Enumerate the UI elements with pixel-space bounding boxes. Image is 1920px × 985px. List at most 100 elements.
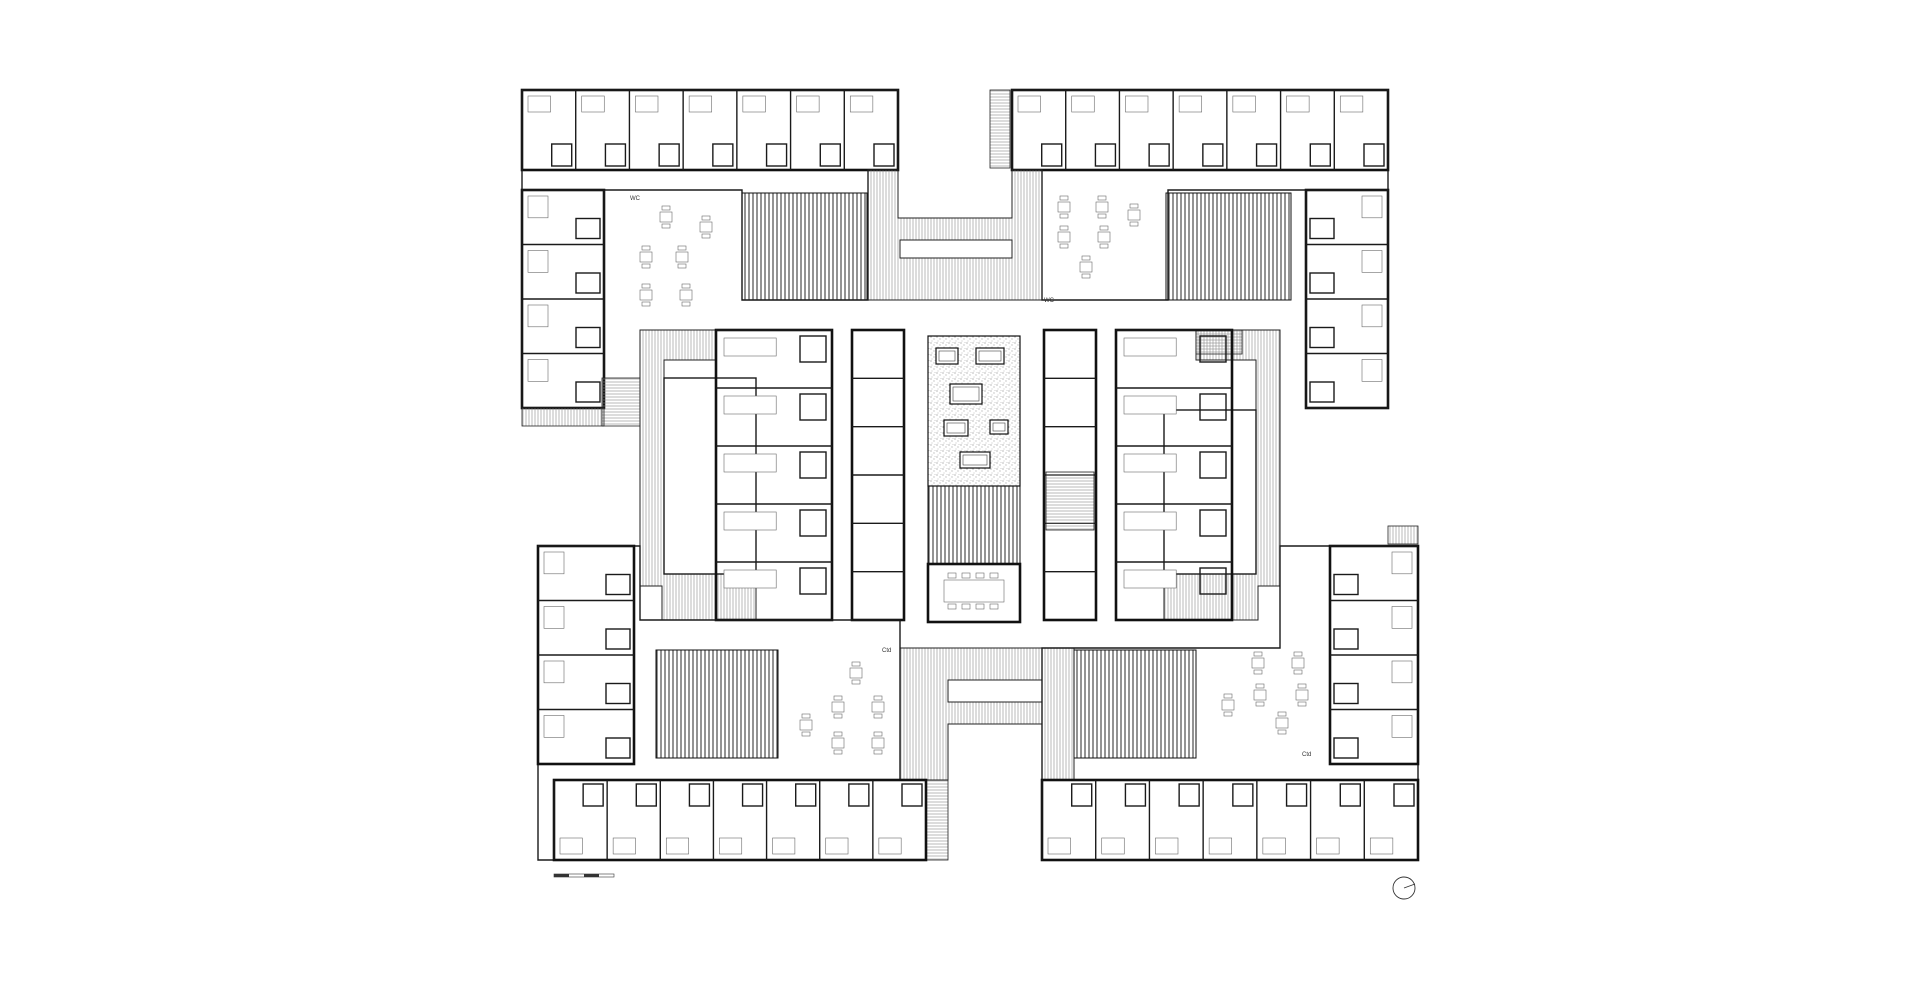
chair bbox=[851, 661, 861, 667]
west-core-cells bbox=[852, 377, 904, 573]
bed bbox=[1101, 837, 1125, 855]
bathroom bbox=[1333, 573, 1359, 596]
bathroom bbox=[1199, 509, 1227, 537]
table bbox=[1221, 699, 1235, 711]
chair bbox=[1253, 669, 1263, 675]
table bbox=[1057, 201, 1071, 213]
bed bbox=[1361, 195, 1383, 219]
chair bbox=[641, 301, 651, 307]
north-terrace-opening bbox=[899, 239, 1013, 259]
bathroom bbox=[1339, 783, 1361, 807]
bed bbox=[1391, 551, 1413, 575]
bathroom bbox=[635, 783, 657, 807]
chair bbox=[1129, 203, 1139, 209]
bed bbox=[1125, 95, 1149, 113]
sw-label: Ctd bbox=[882, 648, 891, 654]
bed bbox=[719, 837, 743, 855]
bed bbox=[1262, 837, 1286, 855]
bed bbox=[665, 837, 689, 855]
bathroom bbox=[605, 682, 631, 705]
table bbox=[699, 221, 713, 233]
table bbox=[1097, 231, 1111, 243]
chair bbox=[1223, 693, 1233, 699]
planter-inner bbox=[992, 422, 1006, 432]
se-furniture bbox=[1221, 651, 1309, 735]
bed bbox=[1339, 95, 1364, 113]
east-terrace-deck bbox=[1163, 329, 1281, 621]
bed bbox=[635, 95, 659, 113]
chair bbox=[677, 263, 687, 269]
south-stair bbox=[925, 779, 949, 861]
chair bbox=[1253, 651, 1263, 657]
planter-inner bbox=[938, 350, 956, 362]
east-care-room-units bbox=[1116, 329, 1232, 595]
nw-bedroom-units bbox=[521, 90, 895, 403]
bathroom bbox=[1363, 143, 1385, 167]
nw-furniture bbox=[639, 205, 713, 307]
east-core-stair bbox=[1045, 471, 1095, 531]
bed bbox=[527, 250, 549, 273]
bathroom bbox=[1041, 143, 1063, 167]
bed bbox=[612, 837, 636, 855]
bathroom bbox=[901, 783, 923, 807]
bathroom bbox=[741, 783, 764, 807]
chair bbox=[1097, 213, 1107, 219]
bed bbox=[1391, 606, 1413, 629]
east-side-ramp bbox=[1195, 329, 1243, 355]
bed bbox=[825, 837, 849, 855]
nw-wc-label: WC bbox=[630, 196, 641, 202]
table bbox=[831, 737, 845, 749]
bed bbox=[1123, 569, 1177, 589]
table bbox=[639, 289, 653, 301]
bed bbox=[1391, 715, 1413, 738]
bed bbox=[1361, 304, 1383, 328]
south-terrace-opening bbox=[947, 679, 1043, 703]
chair bbox=[961, 603, 971, 610]
chair bbox=[1099, 243, 1109, 249]
table bbox=[659, 211, 673, 223]
se-wing: Ctd bbox=[1040, 544, 1420, 862]
chair bbox=[1277, 729, 1287, 735]
chair bbox=[1081, 255, 1091, 261]
bathroom bbox=[1199, 393, 1227, 421]
bathroom bbox=[1199, 451, 1227, 479]
bed bbox=[723, 453, 777, 473]
bed bbox=[1369, 837, 1394, 855]
chair bbox=[677, 245, 687, 251]
bathroom bbox=[799, 335, 827, 363]
bathroom bbox=[1309, 381, 1335, 403]
chair bbox=[1059, 195, 1069, 201]
sw-courtyard-hatch bbox=[655, 649, 779, 759]
bed bbox=[543, 606, 565, 629]
central-deck-hatch bbox=[927, 485, 1021, 565]
chair bbox=[1059, 243, 1069, 249]
bed bbox=[543, 551, 565, 575]
bathroom bbox=[1232, 783, 1254, 807]
chair bbox=[1129, 221, 1139, 227]
bed bbox=[1178, 95, 1203, 113]
table bbox=[1291, 657, 1305, 669]
ne-wc-label: WC bbox=[1044, 298, 1055, 304]
south-terrace-deck bbox=[899, 647, 1075, 781]
bathroom bbox=[1124, 783, 1147, 807]
chair bbox=[1059, 225, 1069, 231]
table bbox=[831, 701, 845, 713]
ne-bedroom-units bbox=[1011, 90, 1388, 403]
planter bbox=[949, 383, 983, 405]
bed bbox=[581, 95, 605, 113]
bathroom bbox=[575, 381, 601, 403]
chair bbox=[701, 215, 711, 221]
bathroom bbox=[1333, 682, 1359, 705]
sw-furniture bbox=[799, 661, 885, 755]
ne-wing: WC bbox=[1010, 88, 1390, 410]
nw-stair bbox=[989, 89, 1011, 169]
bed bbox=[1361, 359, 1383, 382]
bathroom bbox=[1148, 143, 1170, 167]
bathroom bbox=[575, 326, 601, 349]
se-label: Ctd bbox=[1302, 752, 1311, 758]
chair bbox=[833, 731, 843, 737]
planter-inner bbox=[952, 386, 980, 402]
chair bbox=[701, 233, 711, 239]
chair bbox=[1255, 683, 1265, 689]
bed bbox=[1047, 837, 1071, 855]
